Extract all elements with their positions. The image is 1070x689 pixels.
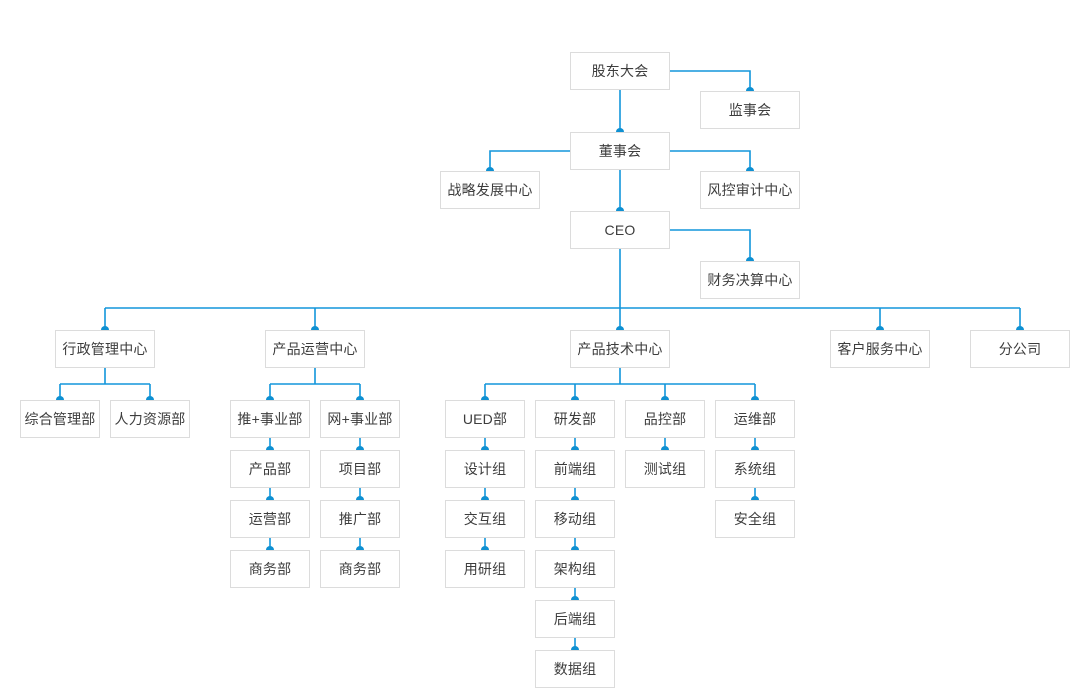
node-label-board-of-supervisors: 监事会	[728, 102, 772, 118]
node-label-customer-service-center: 客户服务中心	[837, 341, 923, 357]
node-label-interaction-group: 交互组	[463, 511, 507, 527]
node-label-tui-plus-business-unit: 推+事业部	[237, 411, 303, 427]
link-directors-to-strategy	[489, 150, 570, 171]
node-interaction-group[interactable]: 交互组	[445, 500, 525, 538]
node-comprehensive-management-dept[interactable]: 综合管理部	[20, 400, 100, 438]
node-label-design-group: 设计组	[463, 461, 507, 477]
node-project-dept[interactable]: 项目部	[320, 450, 400, 488]
link-tech-split	[484, 368, 756, 400]
node-backend-group[interactable]: 后端组	[535, 600, 615, 638]
node-product-operation-center[interactable]: 产品运营中心	[265, 330, 365, 368]
node-label-shareholders-meeting: 股东大会	[591, 63, 649, 79]
node-label-human-resources-dept: 人力资源部	[114, 411, 186, 427]
node-label-admin-management-center: 行政管理中心	[62, 341, 148, 357]
node-label-rd-dept: 研发部	[553, 411, 597, 427]
node-label-quality-control-dept: 品控部	[643, 411, 687, 427]
node-label-promotion-dept: 推广部	[338, 511, 382, 527]
node-business-dept-left[interactable]: 商务部	[230, 550, 310, 588]
link-ceo-to-finance	[670, 229, 751, 261]
node-label-strategy-development-center: 战略发展中心	[447, 182, 533, 198]
node-finance-settlement-center[interactable]: 财务决算中心	[700, 261, 800, 299]
node-rd-dept[interactable]: 研发部	[535, 400, 615, 438]
node-board-of-supervisors[interactable]: 监事会	[700, 91, 800, 129]
node-data-group[interactable]: 数据组	[535, 650, 615, 688]
node-label-branch-company: 分公司	[998, 341, 1042, 357]
node-label-system-group: 系统组	[733, 461, 777, 477]
node-label-board-of-directors: 董事会	[598, 143, 642, 159]
node-label-operation-dept: 运营部	[248, 511, 292, 527]
node-human-resources-dept[interactable]: 人力资源部	[110, 400, 190, 438]
node-business-dept-right[interactable]: 商务部	[320, 550, 400, 588]
node-label-wang-plus-business-unit: 网+事业部	[327, 411, 393, 427]
node-label-mobile-group: 移动组	[553, 511, 597, 527]
node-label-project-dept: 项目部	[338, 461, 382, 477]
node-wang-plus-business-unit[interactable]: 网+事业部	[320, 400, 400, 438]
node-risk-audit-center[interactable]: 风控审计中心	[700, 171, 800, 209]
node-frontend-group[interactable]: 前端组	[535, 450, 615, 488]
node-user-research-group[interactable]: 用研组	[445, 550, 525, 588]
node-label-product-technology-center: 产品技术中心	[577, 341, 663, 357]
node-admin-management-center[interactable]: 行政管理中心	[55, 330, 155, 368]
link-operation-split	[269, 368, 361, 400]
node-ued-dept[interactable]: UED部	[445, 400, 525, 438]
node-architecture-group[interactable]: 架构组	[535, 550, 615, 588]
node-product-dept[interactable]: 产品部	[230, 450, 310, 488]
node-tui-plus-business-unit[interactable]: 推+事业部	[230, 400, 310, 438]
node-label-backend-group: 后端组	[553, 611, 597, 627]
node-label-security-group: 安全组	[733, 511, 777, 527]
node-customer-service-center[interactable]: 客户服务中心	[830, 330, 930, 368]
node-operations-maintenance-dept[interactable]: 运维部	[715, 400, 795, 438]
node-mobile-group[interactable]: 移动组	[535, 500, 615, 538]
link-directors-to-risk	[670, 150, 751, 171]
node-label-product-operation-center: 产品运营中心	[272, 341, 358, 357]
node-label-business-dept-right: 商务部	[338, 561, 382, 577]
node-label-test-group: 测试组	[643, 461, 687, 477]
node-quality-control-dept[interactable]: 品控部	[625, 400, 705, 438]
node-label-ceo: CEO	[604, 222, 636, 238]
node-test-group[interactable]: 测试组	[625, 450, 705, 488]
node-ceo[interactable]: CEO	[570, 211, 670, 249]
link-shareholders-to-supervisors-elbow	[670, 70, 751, 91]
node-label-business-dept-left: 商务部	[248, 561, 292, 577]
link-admin-split	[59, 368, 151, 400]
node-label-risk-audit-center: 风控审计中心	[707, 182, 793, 198]
node-label-user-research-group: 用研组	[463, 561, 507, 577]
node-branch-company[interactable]: 分公司	[970, 330, 1070, 368]
node-security-group[interactable]: 安全组	[715, 500, 795, 538]
node-label-architecture-group: 架构组	[553, 561, 597, 577]
node-design-group[interactable]: 设计组	[445, 450, 525, 488]
node-operation-dept[interactable]: 运营部	[230, 500, 310, 538]
node-label-ued-dept: UED部	[462, 411, 508, 427]
node-label-data-group: 数据组	[553, 661, 597, 677]
node-label-operations-maintenance-dept: 运维部	[733, 411, 777, 427]
node-shareholders-meeting[interactable]: 股东大会	[570, 52, 670, 90]
node-strategy-development-center[interactable]: 战略发展中心	[440, 171, 540, 209]
node-label-comprehensive-management-dept: 综合管理部	[24, 411, 96, 427]
node-board-of-directors[interactable]: 董事会	[570, 132, 670, 170]
node-product-technology-center[interactable]: 产品技术中心	[570, 330, 670, 368]
node-label-product-dept: 产品部	[248, 461, 292, 477]
node-promotion-dept[interactable]: 推广部	[320, 500, 400, 538]
node-label-frontend-group: 前端组	[553, 461, 597, 477]
node-label-finance-settlement-center: 财务决算中心	[707, 272, 793, 288]
node-system-group[interactable]: 系统组	[715, 450, 795, 488]
